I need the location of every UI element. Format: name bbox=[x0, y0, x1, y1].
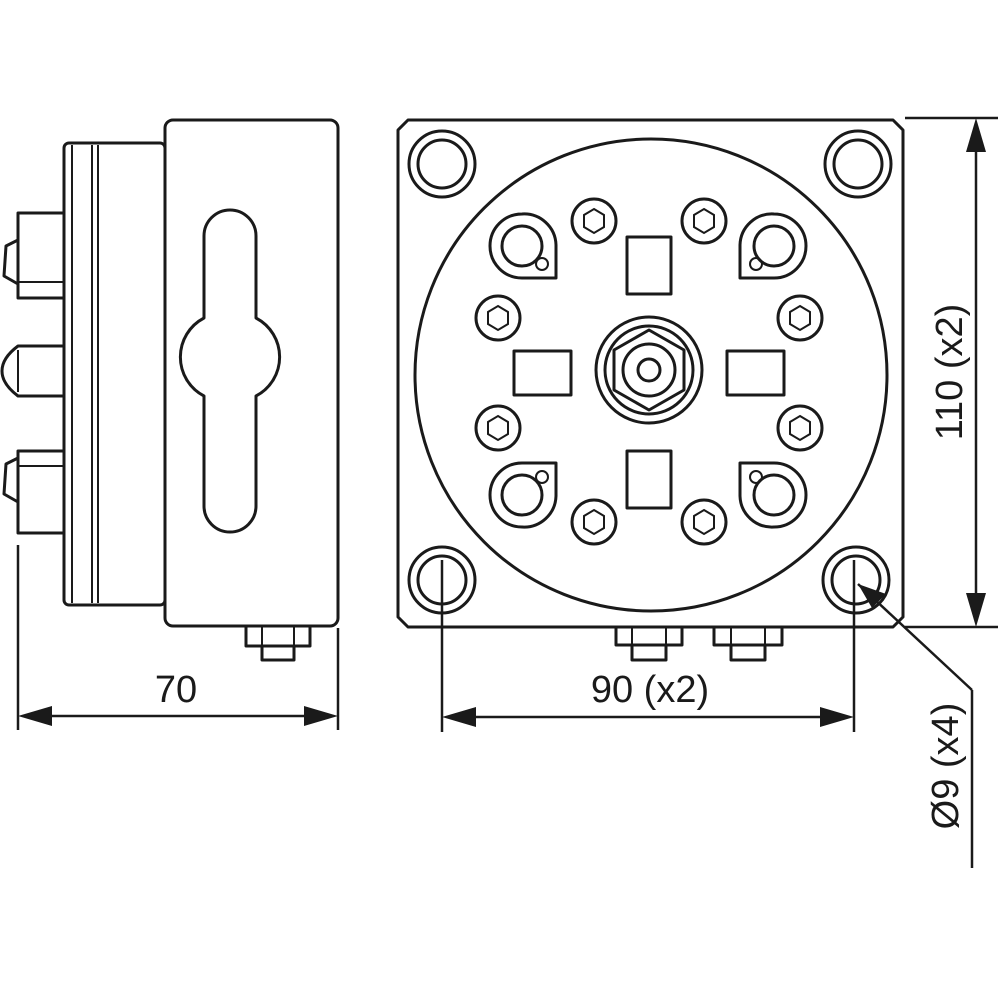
locating-bosses bbox=[488, 212, 808, 529]
dimension-hole-diameter: Ø9 (x4) bbox=[857, 583, 974, 868]
side-bottom-nut bbox=[244, 624, 312, 662]
side-connectors bbox=[0, 211, 66, 535]
side-body bbox=[163, 118, 340, 628]
dimension-bolt-spacing-label: 90 (x2) bbox=[591, 669, 709, 711]
front-view bbox=[396, 118, 905, 662]
dimension-hole-diameter-label: Ø9 (x4) bbox=[925, 703, 967, 830]
front-plate bbox=[396, 118, 905, 629]
dimension-height-label: 110 (x2) bbox=[929, 304, 971, 441]
side-view bbox=[0, 118, 340, 662]
dimension-bolt-spacing: 90 (x2) bbox=[440, 560, 856, 732]
rect-pads bbox=[512, 235, 786, 510]
corner-holes bbox=[407, 129, 893, 615]
front-bottom-nuts bbox=[614, 625, 784, 662]
dimension-width-label: 70 bbox=[155, 669, 197, 711]
dimension-width: 70 bbox=[16, 545, 340, 730]
hex-screws bbox=[474, 197, 824, 546]
central-coupling bbox=[594, 315, 704, 425]
dimension-height: 110 (x2) bbox=[905, 116, 998, 629]
front-face-circle bbox=[413, 137, 889, 613]
side-flange bbox=[62, 141, 167, 607]
keyhole-slot bbox=[178, 208, 282, 534]
